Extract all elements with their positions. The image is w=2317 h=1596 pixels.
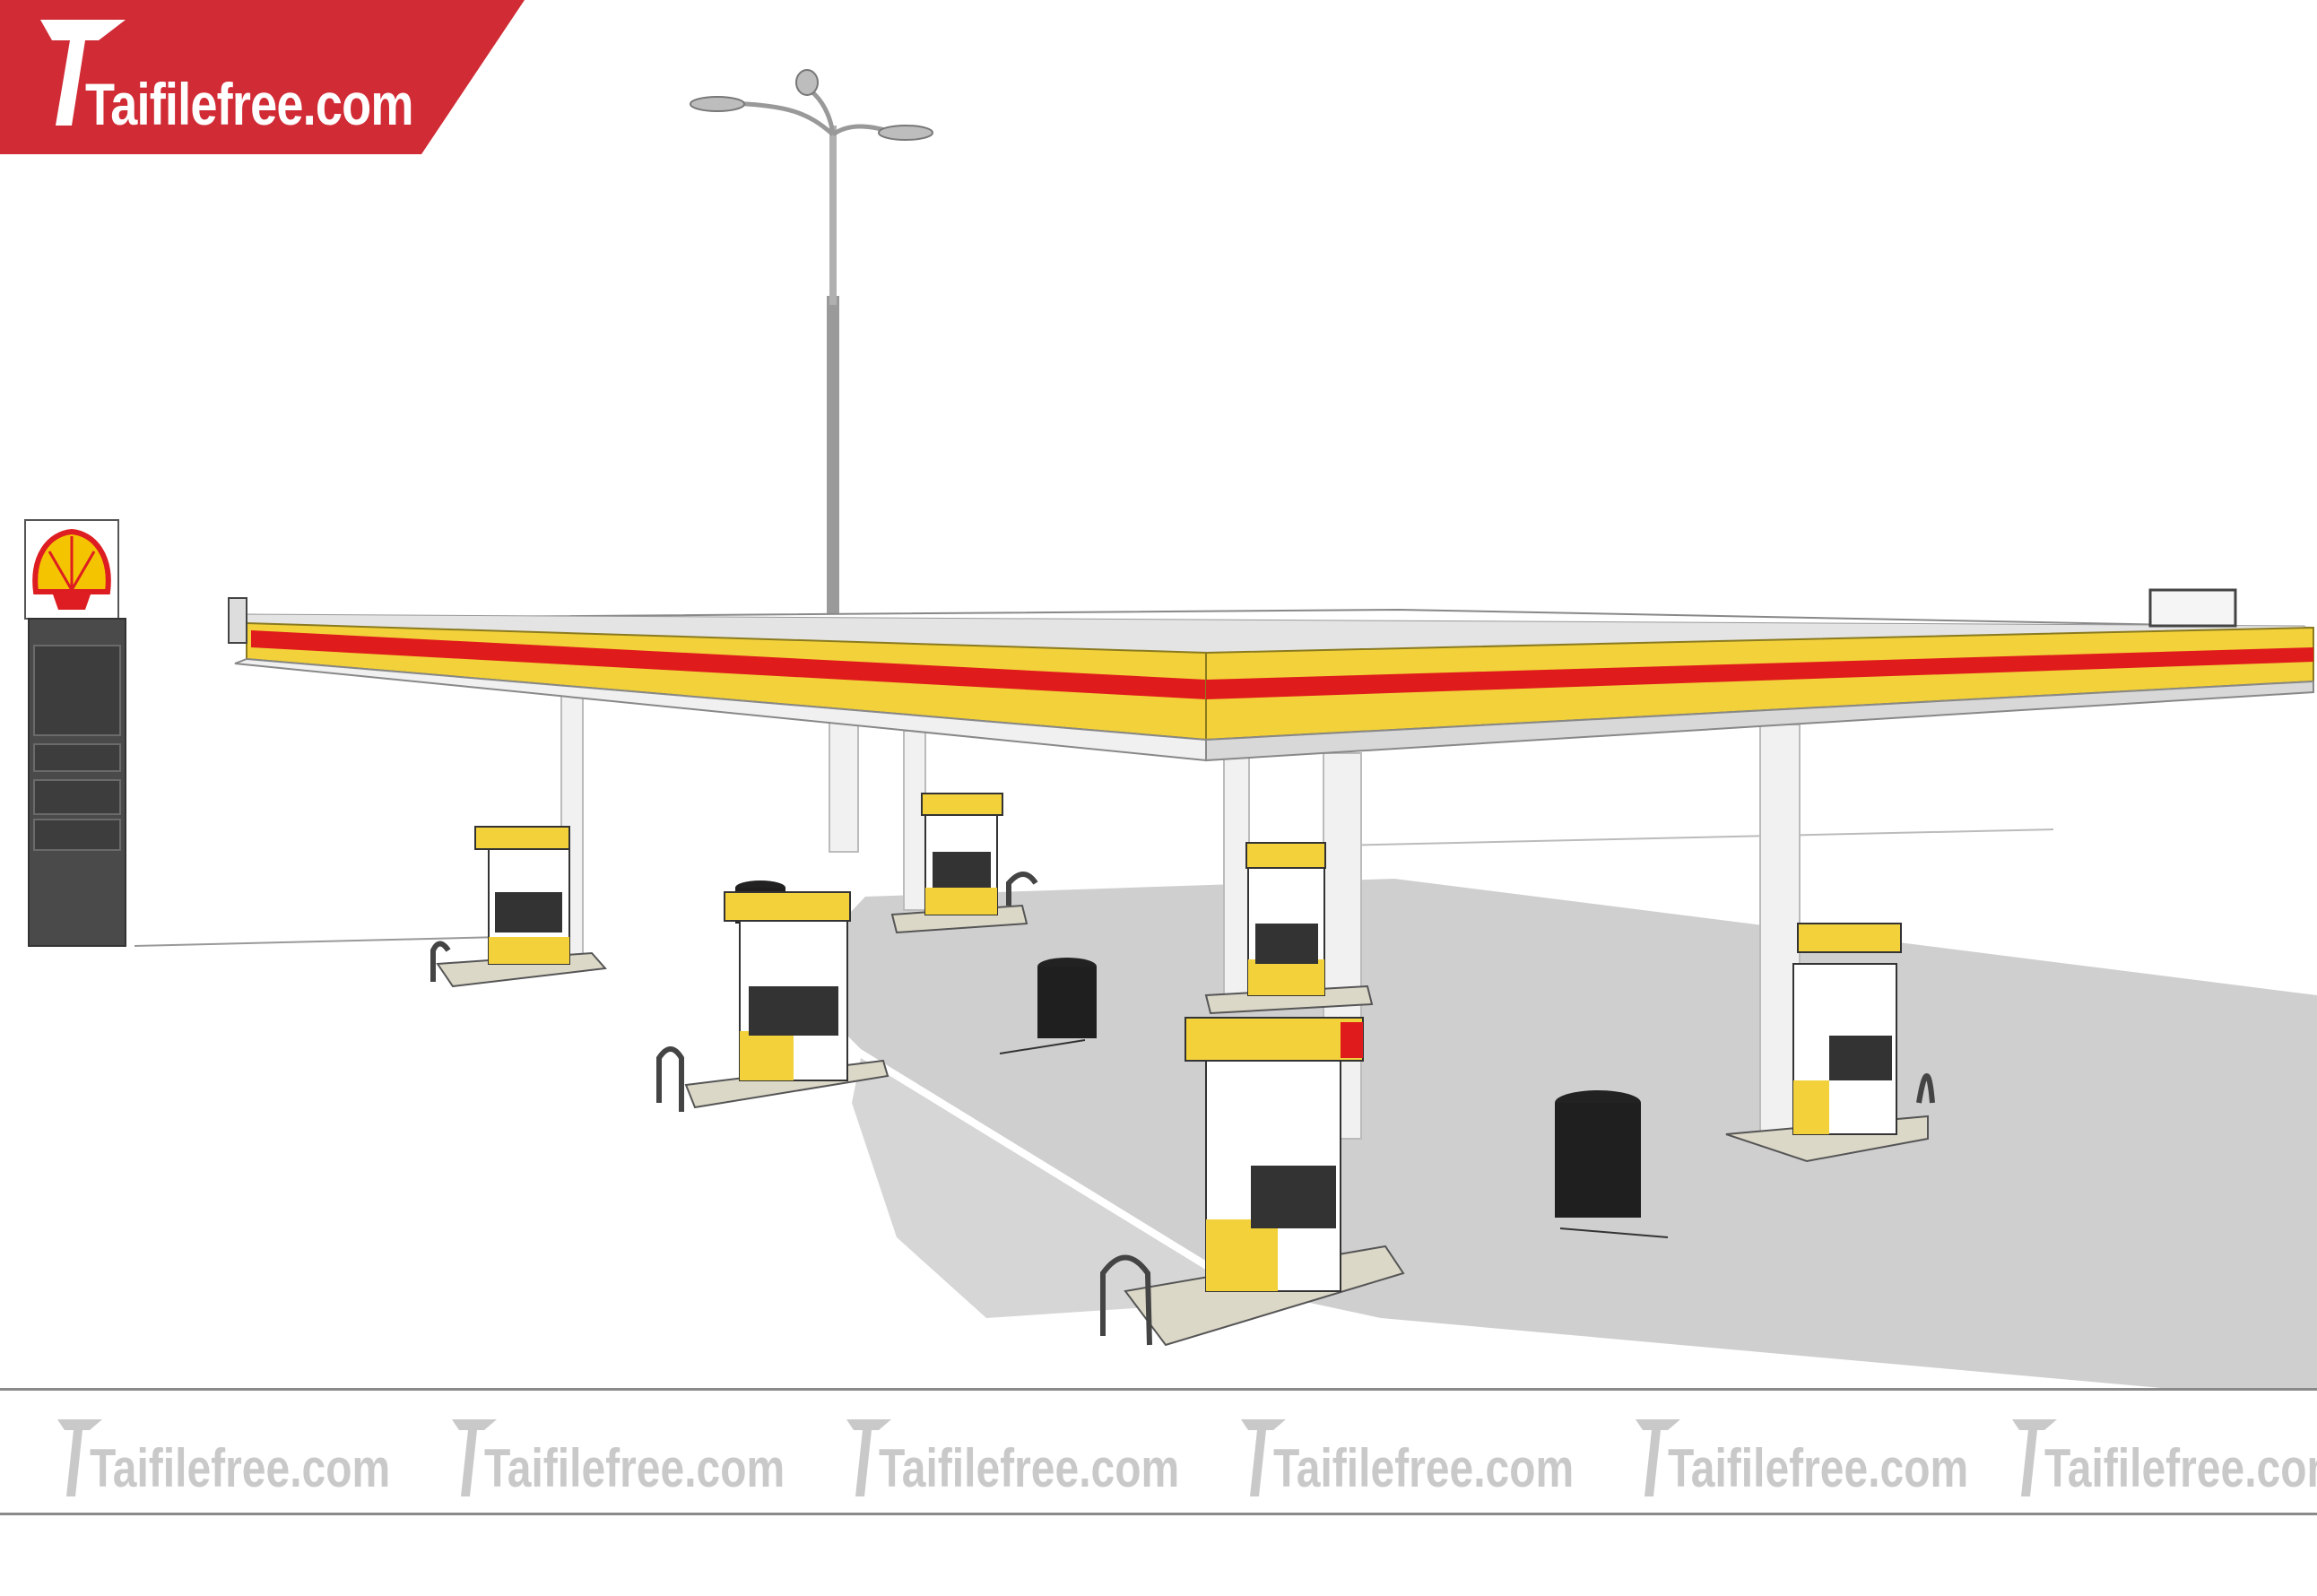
watermark-logo: Taifilefree.com xyxy=(1991,1410,2317,1500)
trash-bin xyxy=(1555,1090,1669,1238)
fuel-canopy xyxy=(228,588,2314,762)
ground-line-far xyxy=(1254,828,2054,848)
logo-t-icon xyxy=(452,1419,497,1496)
logo-t-icon xyxy=(1636,1419,1680,1496)
watermark-logo: Taifilefree.com xyxy=(825,1410,1179,1500)
bollards xyxy=(430,872,1935,1346)
logo-t-icon xyxy=(846,1419,891,1496)
shell-logo-icon xyxy=(32,528,111,610)
watermark-logo: Taifilefree.com xyxy=(1614,1410,1968,1500)
price-pylon-sign xyxy=(24,519,126,947)
site-logo-text: Taifilefree.com xyxy=(85,71,413,137)
watermark-logo: Taifilefree.com xyxy=(36,1410,390,1500)
canopy-shadow xyxy=(789,879,2317,1388)
watermark-logo: Taifilefree.com xyxy=(430,1410,785,1500)
fuel-dispenser xyxy=(1124,1017,1405,1347)
logo-t-icon xyxy=(2012,1419,2057,1496)
canopy-shadow-soft xyxy=(852,1058,1255,1318)
fuel-dispenser xyxy=(684,891,889,1109)
fuel-dispenser xyxy=(1725,923,1929,1163)
logo-t-icon xyxy=(57,1419,102,1496)
watermark-band: Taifilefree.com Taifilefree.com Taifilef… xyxy=(0,1388,2317,1515)
watermark-logo: Taifilefree.com xyxy=(1219,1410,1574,1500)
logo-t-icon xyxy=(1241,1419,1286,1496)
ground-line xyxy=(134,936,503,947)
fuel-dispenser xyxy=(1204,842,1374,1015)
trash-bin xyxy=(999,958,1097,1054)
street-light xyxy=(690,69,933,619)
site-logo-banner xyxy=(0,0,525,154)
fuel-dispenser xyxy=(890,793,1028,934)
fuel-dispenser xyxy=(436,826,608,988)
logo-t-icon xyxy=(40,20,126,126)
